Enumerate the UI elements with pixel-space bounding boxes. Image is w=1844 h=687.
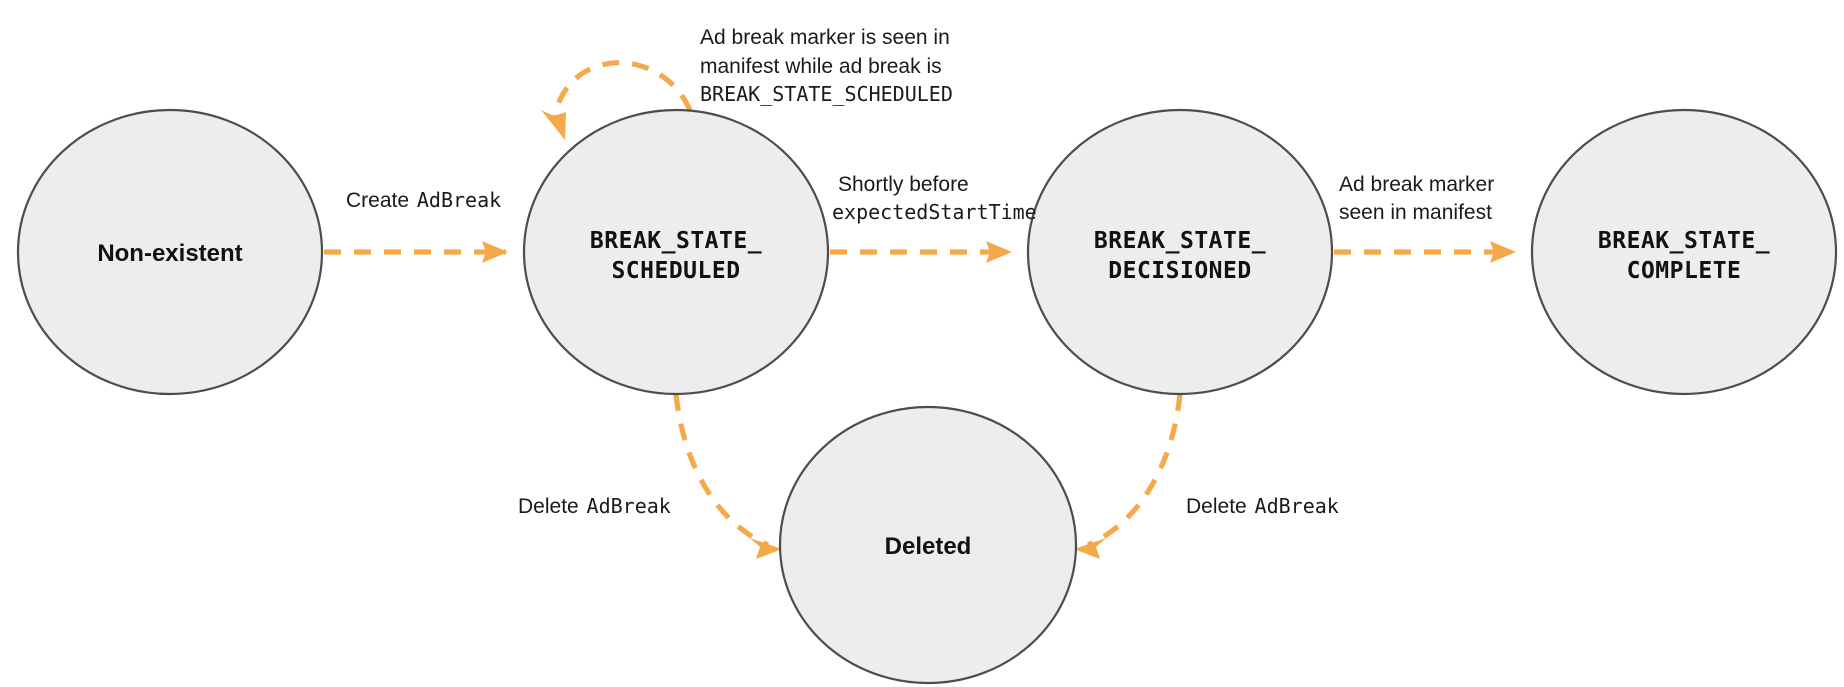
edge-label-delete-from-scheduled: Delete AdBreak	[518, 494, 671, 518]
node-break-state-scheduled-label-line1: BREAK_STATE_	[590, 228, 762, 254]
edge-marker-seen-manifest-arrowhead	[1490, 241, 1516, 263]
edge-delete-from-scheduled-line	[673, 393, 770, 548]
edge-label-marker-seen-manifest-line1: Ad break marker	[1339, 173, 1494, 196]
node-non-existent[interactable]: Non-existent	[16, 108, 324, 396]
node-break-state-decisioned-label-line2: DECISIONED	[1108, 258, 1251, 284]
edge-label-self-loop-line1: Ad break marker is seen in	[700, 26, 950, 49]
edge-label-create-adbreak: Create AdBreak	[346, 188, 501, 212]
node-break-state-decisioned[interactable]: BREAK_STATE_ DECISIONED	[1026, 108, 1334, 396]
edge-label-self-loop-line2: manifest while ad break is	[700, 55, 942, 78]
edge-delete-from-scheduled-arrowhead	[750, 538, 782, 559]
edge-shortly-before	[830, 241, 1012, 263]
edge-label-marker-seen-manifest-line2: seen in manifest	[1339, 201, 1492, 224]
edge-self-loop-line	[552, 60, 693, 117]
edge-delete-from-decisioned-line	[1086, 393, 1183, 548]
edge-label-delete-from-scheduled-text: Delete AdBreak	[518, 494, 671, 518]
edge-delete-from-decisioned-arrowhead	[1074, 538, 1106, 559]
edge-self-loop-arrowhead	[541, 110, 566, 140]
edge-label-delete-from-decisioned-text: Delete AdBreak	[1186, 494, 1339, 518]
node-non-existent-label: Non-existent	[97, 240, 242, 267]
edge-create-adbreak	[324, 241, 508, 263]
node-deleted-label: Deleted	[885, 533, 972, 560]
node-break-state-decisioned-label-line1: BREAK_STATE_	[1094, 228, 1266, 254]
edge-create-adbreak-arrowhead	[482, 241, 508, 263]
node-break-state-complete[interactable]: BREAK_STATE_ COMPLETE	[1530, 108, 1838, 396]
edge-label-shortly-before-line1: Shortly before	[838, 173, 969, 196]
edge-label-shortly-before: Shortly before expectedStartTime	[832, 173, 1037, 224]
node-break-state-complete-label-line1: BREAK_STATE_	[1598, 228, 1770, 254]
node-break-state-complete-label-line2: COMPLETE	[1627, 258, 1742, 284]
edge-label-marker-seen-manifest: Ad break marker seen in manifest	[1339, 173, 1494, 224]
node-deleted-shape[interactable]	[778, 405, 1078, 685]
edge-self-loop-marker-seen	[541, 60, 693, 140]
node-deleted[interactable]: Deleted	[778, 405, 1078, 685]
edge-delete-from-decisioned	[1074, 393, 1183, 559]
edge-delete-from-scheduled	[673, 393, 782, 559]
edge-label-create-adbreak-text: Create AdBreak	[346, 188, 501, 212]
node-break-state-scheduled[interactable]: BREAK_STATE_ SCHEDULED	[522, 108, 830, 396]
node-break-state-complete-shape[interactable]	[1530, 108, 1838, 396]
edge-label-shortly-before-line2: expectedStartTime	[832, 200, 1037, 224]
edge-marker-seen-manifest	[1334, 241, 1516, 263]
node-break-state-decisioned-shape[interactable]	[1026, 108, 1334, 396]
edge-label-self-loop-line3: BREAK_STATE_SCHEDULED	[700, 82, 953, 106]
edge-label-delete-from-decisioned: Delete AdBreak	[1186, 494, 1339, 518]
node-break-state-scheduled-shape[interactable]	[522, 108, 830, 396]
node-non-existent-shape[interactable]	[16, 108, 324, 396]
node-break-state-scheduled-label-line2: SCHEDULED	[611, 258, 740, 284]
edge-shortly-before-arrowhead	[986, 241, 1012, 263]
edge-label-self-loop: Ad break marker is seen in manifest whil…	[700, 26, 953, 106]
